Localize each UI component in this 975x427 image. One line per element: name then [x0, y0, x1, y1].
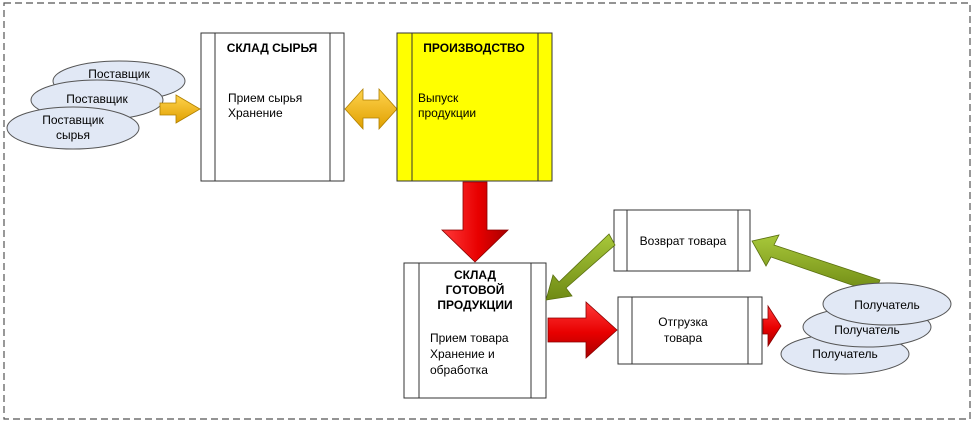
shipment-rect [617, 296, 763, 365]
recipient-ellipse-1 [822, 282, 952, 326]
supplier-group: Поставщик Поставщик Поставщик сырья [6, 60, 186, 150]
dashed-border [3, 2, 971, 420]
return-rect [613, 209, 751, 272]
arrow-shipment-to-recipients [762, 304, 782, 348]
recipient-label-2: Получатель [834, 323, 900, 337]
shipment-line-2: товара [664, 331, 703, 345]
finished-warehouse-line-3: обработка [430, 363, 488, 377]
supplier-ellipse-3 [6, 106, 140, 150]
arrow-warehouse-production [344, 87, 398, 131]
supplier-label-3b: сырья [56, 128, 90, 142]
raw-warehouse-box: СКЛАД СЫРЬЯ Прием сырья Хранение [200, 32, 345, 182]
raw-warehouse-rect [200, 32, 345, 182]
production-box: ПРОИЗВОДСТВО Выпуск продукции [396, 32, 553, 182]
return-label: Возврат товара [640, 234, 727, 248]
production-line-1: Выпуск [418, 91, 459, 105]
finished-warehouse-title-2: ГОТОВОЙ [446, 282, 505, 297]
recipient-label-3: Получатель [812, 347, 878, 361]
supplier-label-2: Поставщик [66, 92, 128, 106]
arrow-return-to-warehouse [545, 233, 616, 301]
finished-warehouse-title-3: ПРОДУКЦИИ [437, 298, 512, 312]
production-title: ПРОИЗВОДСТВО [423, 41, 524, 55]
finished-warehouse-title-1: СКЛАД [454, 268, 497, 282]
arrow-production-to-finished [441, 181, 509, 263]
raw-warehouse-line-2: Хранение [228, 106, 283, 120]
arrow-warehouse-to-shipment [547, 301, 618, 359]
production-line-2: продукции [418, 106, 476, 120]
shipment-box: Отгрузка товара [617, 296, 763, 365]
recipient-group: Получатель Получатель Получатель [780, 282, 952, 375]
shipment-line-1: Отгрузка [658, 315, 708, 329]
finished-warehouse-line-1: Прием товара [430, 331, 509, 345]
return-box: Возврат товара [613, 209, 751, 272]
raw-warehouse-title: СКЛАД СЫРЬЯ [227, 41, 318, 55]
finished-warehouse-box: СКЛАД ГОТОВОЙ ПРОДУКЦИИ Прием товара Хра… [403, 262, 547, 399]
supplier-label-1: Поставщик [88, 67, 150, 81]
production-rect [396, 32, 553, 182]
finished-warehouse-line-2: Хранение и [430, 347, 495, 361]
arrow-suppliers-to-warehouse [159, 94, 201, 124]
finished-warehouse-rect [403, 262, 547, 399]
recipient-label-1: Получатель [854, 298, 920, 312]
supplier-label-3a: Поставщик [42, 113, 104, 127]
raw-warehouse-line-1: Прием сырья [228, 91, 302, 105]
